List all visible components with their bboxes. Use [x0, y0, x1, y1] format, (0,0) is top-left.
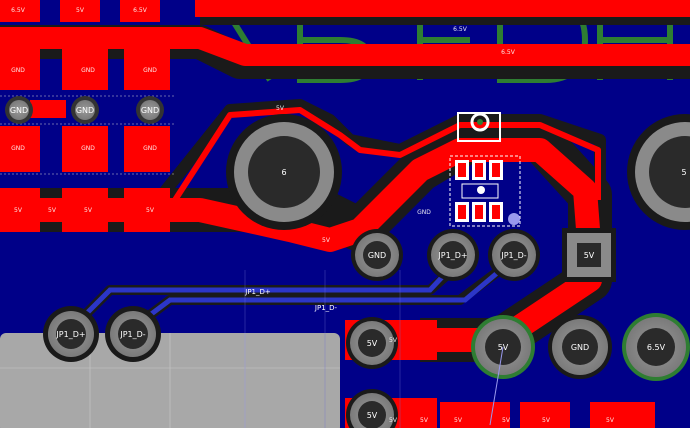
through-hole-pads — [43, 228, 690, 428]
pad-label-5v-2: 5V — [367, 339, 378, 348]
courtyard-lines — [0, 95, 175, 175]
pad-label-gnd-2: GND — [76, 106, 94, 115]
net-label-5v-n: 5V — [606, 417, 615, 424]
mounting-hole-6 — [226, 114, 342, 230]
net-label-5v-k: 5V — [454, 417, 463, 424]
net-label-gnd-a: GND — [11, 67, 25, 74]
net-label-5v-e: 5V — [84, 207, 93, 214]
net-label-5v-l: 5V — [502, 417, 511, 424]
trace-label-jp1-dp: JP1_D+ — [244, 288, 271, 296]
net-label-65v-c: 6.5V — [453, 26, 468, 33]
pad-label-5v-1: 5V — [584, 251, 595, 260]
pad-label-6: 6 — [281, 168, 286, 177]
net-label-5v-b: 5V — [276, 105, 285, 112]
net-label-5v-d: 5V — [48, 207, 57, 214]
left-pad-array — [0, 0, 170, 232]
pad-label-gnd-5: GND — [571, 343, 589, 352]
net-label-5v-j: 5V — [420, 417, 429, 424]
net-label-gnd-f: GND — [143, 145, 157, 152]
pad-label-jp1-dp-2: JP1_D+ — [55, 330, 85, 339]
pad-label-gnd-4: GND — [368, 251, 386, 260]
net-label-gnd-g: GND — [417, 209, 431, 216]
pad-label-5v-4: 5V — [498, 343, 509, 352]
net-label-gnd-e: GND — [81, 145, 95, 152]
selected-led-component[interactable] — [449, 112, 521, 227]
net-label-gnd-b: GND — [81, 67, 95, 74]
copper-tracks — [0, 0, 690, 352]
trace-label-jp1-dm: JP1_D- — [314, 304, 338, 312]
mounting-hole-5 — [627, 114, 690, 230]
net-label-gnd-c: GND — [143, 67, 157, 74]
net-label-5v-g: 5V — [322, 237, 331, 244]
pad-label-6-5v: 6.5V — [647, 343, 666, 352]
ratsnest-line — [489, 346, 504, 426]
net-label-gnd-d: GND — [11, 145, 25, 152]
pad-label-jp1-dm-2: JP1_D- — [119, 330, 145, 339]
pad-label-gnd-3: GND — [141, 106, 159, 115]
grid-lines — [244, 270, 401, 428]
net-label-5v-i: 5V — [389, 417, 398, 424]
pad-label-jp1-dp-1: JP1_D+ — [437, 251, 467, 260]
net-label-5v-f: 5V — [146, 207, 155, 214]
pad-label-jp1-dm-1: JP1_D- — [500, 251, 526, 260]
net-label-5v-m: 5V — [542, 417, 551, 424]
pad-label-5: 5 — [681, 168, 686, 177]
net-label-5v-h: 5V — [389, 337, 398, 344]
pad-label-gnd-1: GND — [10, 106, 28, 115]
pad-label-5v-3: 5V — [367, 411, 378, 420]
net-label-5v-c: 5V — [14, 207, 23, 214]
net-label-5v-a: 5V — [76, 7, 85, 14]
net-label-65v-d: 6.5V — [501, 49, 516, 56]
net-label-65v-a: 6.5V — [11, 7, 26, 14]
left-gnd-vias — [5, 96, 164, 124]
net-label-65v-b: 6.5V — [133, 7, 148, 14]
